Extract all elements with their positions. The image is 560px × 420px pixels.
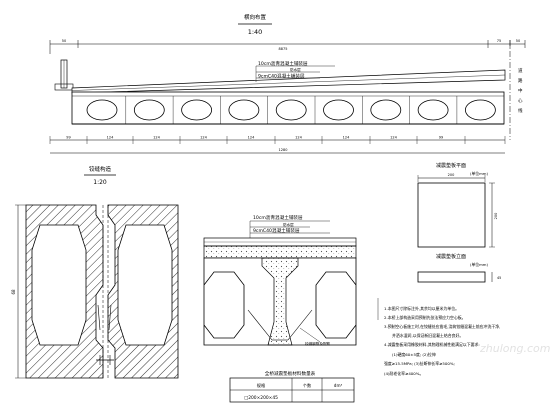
pad-elevation: 减震垫板立面 (单位mm) 45 <box>417 253 501 283</box>
note-line: 3.预制空心板施工时,在铰缝处应凿毛,浇筑铰缝混凝土前应冲洗干净, <box>384 324 500 329</box>
main-cross-section: 横向布置 1:40 50 8875 75 50 道 路 中 <box>49 13 526 154</box>
centerline-label-4: 心 <box>518 97 523 104</box>
centerline-label-1: 道 <box>518 67 523 74</box>
hinge-right-slab <box>107 204 179 379</box>
girder-void <box>181 99 213 121</box>
note-line: 4.减震垫板采用橡胶材料,其物理机械性能满足以下要求: <box>384 342 480 347</box>
pad-elevation-unit: (单位mm) <box>470 262 488 267</box>
table-header-volume: dm³ <box>334 383 343 388</box>
hollow-slab-girders <box>71 91 505 125</box>
centerline-label-2: 路 <box>518 77 523 84</box>
deck-layer-2: 防水层 <box>283 222 294 227</box>
deck-concrete-layer <box>203 245 357 259</box>
pad-elevation-title: 减震垫板立面 <box>436 253 466 260</box>
notes-list: 1.本图尺寸除标注外,其余均以厘米为单位。 2.本桥上部构造采用预制先张法预应力空… <box>384 306 500 376</box>
deck-rebar: 铰缝钢筋及配筋 <box>247 309 331 346</box>
centerline-label-3: 中 <box>518 87 523 94</box>
guardrail-left <box>54 59 74 91</box>
main-layer-3: 9cmC40混凝土铺装层 <box>258 73 305 80</box>
hinge-joint-rebar <box>96 205 114 378</box>
note-line: 并洒水湿润,以保证新旧混凝土结合良好。 <box>392 333 463 338</box>
note-line: (1)硬度60±5度; (2)拉伸 <box>392 352 436 357</box>
road-centerline: 道 路 中 心 线 <box>509 40 523 140</box>
girder-void <box>370 99 402 121</box>
hinge-detail-scale: 1:20 <box>93 179 107 186</box>
top-dim-right2: 50 <box>516 39 520 43</box>
note-line: (4)耐老化率≥400%。 <box>384 371 423 376</box>
deck-detail: 10cm沥青混凝土铺装层 防水层 9cmC40混凝土铺装层 铰缝钢筋及配筋 <box>203 214 357 346</box>
material-table: 全桥减震垫板材料数量表 规格 个数 dm³ □200×200×45 <box>229 370 355 403</box>
deck-detail-labels: 10cm沥青混凝土铺装层 防水层 9cmC40混凝土铺装层 <box>249 214 330 240</box>
deck-layer-1: 10cm沥青混凝土铺装层 <box>253 214 303 221</box>
main-section-title: 横向布置 <box>244 13 267 21</box>
girder-void <box>133 99 165 121</box>
pad-plan-dim-h: 200 <box>494 213 498 220</box>
hinge-detail: 铰缝构造 1:20 68 <box>11 165 179 379</box>
centerline-label-5: 线 <box>518 107 523 114</box>
girder-void <box>275 99 307 121</box>
bottom-dimension-ticks: 99 124 124 124 124 124 124 124 99 <box>49 136 506 144</box>
bottom-dim-label: 124 <box>390 136 397 140</box>
top-dimension: 50 8875 75 50 <box>49 39 526 54</box>
pad-plan: 减震垫板平面 (单位mm) 200 200 <box>417 162 498 248</box>
deck-rebar-note: 铰缝钢筋及配筋 <box>305 341 331 346</box>
hinge-detail-title: 铰缝构造 <box>89 165 112 173</box>
table-cell-spec: □200×200×45 <box>244 395 278 401</box>
bottom-dim-label: 124 <box>153 136 160 140</box>
pad-plan-title: 减震垫板平面 <box>436 162 466 169</box>
main-layer-2: 防水层 <box>290 67 301 72</box>
girder-void <box>417 99 449 121</box>
note-line: 1.本图尺寸除标注外,其余均以厘米为单位。 <box>384 306 459 311</box>
note-line: 2.本桥上部构造采用预制先张法预应力空心板。 <box>384 315 466 320</box>
bottom-dim-label: 124 <box>107 136 114 140</box>
pad-elevation-dim: 45 <box>497 276 501 280</box>
deck-hinge-joint <box>261 257 299 346</box>
bottom-dim-label: 124 <box>200 136 207 140</box>
deck-layer-3: 9cmC40混凝土铺装层 <box>253 227 300 234</box>
bottom-dimension: 99 124 124 124 124 124 124 124 99 1280 <box>49 136 506 154</box>
top-dim-right: 75 <box>497 39 501 43</box>
bottom-dim-label: 99 <box>439 136 443 140</box>
hinge-side-dim: 68 <box>11 289 16 295</box>
girder-void <box>228 99 260 121</box>
pad-elevation-rect <box>417 271 486 283</box>
girder-void <box>464 99 496 121</box>
pad-plan-unit: (单位mm) <box>470 171 488 176</box>
design-notes: 1.本图尺寸除标注外,其余均以厘米为单位。 2.本桥上部构造采用预制先张法预应力空… <box>377 298 500 376</box>
table-header-spec: 规格 <box>257 382 266 389</box>
bottom-dim-label: 99 <box>66 136 70 140</box>
main-section-scale: 1:40 <box>248 28 263 36</box>
material-table-title: 全桥减震垫板材料数量表 <box>265 370 316 377</box>
watermark-logo: zhulong.com <box>479 342 550 355</box>
pad-plan-dim-w: 200 <box>448 173 455 177</box>
bottom-dim-label: 124 <box>248 136 255 140</box>
hinge-side-dimension: 68 <box>11 204 26 379</box>
girder-voids <box>86 96 496 124</box>
main-layer-labels: 10cm沥青混凝土铺装层 防水层 9cmC40混凝土铺装层 <box>255 60 335 82</box>
table-header-count: 个数 <box>303 382 312 389</box>
pad-plan-rect <box>417 182 486 248</box>
main-layer-1: 10cm沥青混凝土铺装层 <box>258 60 308 67</box>
hinge-left-slab <box>25 204 104 379</box>
girder-void <box>86 99 118 121</box>
bottom-dim-label: 124 <box>295 136 302 140</box>
deck-pavement <box>71 69 506 94</box>
top-dim-total: 8875 <box>279 47 288 51</box>
bottom-dim-total: 1280 <box>279 148 288 152</box>
bottom-dim-label: 124 <box>343 136 350 140</box>
girder-void <box>323 99 354 121</box>
note-line: 强度≥15.5MPa; (3)扯断伸长率≥500%; <box>384 361 455 366</box>
top-dim-left: 50 <box>62 39 66 43</box>
